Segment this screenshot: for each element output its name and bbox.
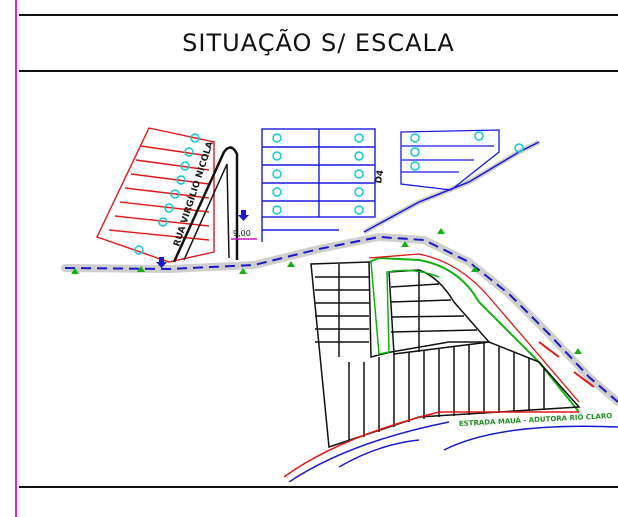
red-block-outline [96,127,215,263]
green-boundary [368,256,580,413]
red-lot-block [96,127,215,263]
drawing-title: SITUAÇÃO S/ ESCALA [182,29,455,57]
drawing-bottom-rule [19,486,618,488]
inner-block [388,269,491,355]
right-edge-dashes [538,341,595,388]
tree-symbols [71,228,582,354]
title-bottom-rule [19,70,618,72]
drawing-frame-left-edge [0,0,17,517]
bottom-curve-blue-2 [338,439,420,468]
site-plan: RUA VIRGÍLIO NICOLA D4 9,00 [19,72,618,482]
red-lot-markers [134,133,200,255]
rua-street-outline [172,146,239,263]
bottom-curve-red [283,411,579,478]
upper-right-road-centerline [363,141,540,233]
inner-green-loop [370,261,440,355]
red-boundary [368,253,580,403]
flow-arrows [156,210,249,268]
upper-right-block [400,129,500,191]
bottom-curve-blue [288,421,450,482]
title-top-rule [19,14,618,16]
site-plan-drawing: RUA VIRGÍLIO NICOLA D4 9,00 [61,127,618,482]
upper-right-markers [410,131,524,171]
main-road-centerline [64,235,618,403]
blue-lot-block [261,128,376,242]
dimension-label: 9,00 [233,229,251,238]
block-tag: D4 [374,169,386,184]
blue-lot-markers [272,133,364,215]
bottom-curve-blue-3 [443,425,618,451]
rua-street-inner [183,163,230,261]
